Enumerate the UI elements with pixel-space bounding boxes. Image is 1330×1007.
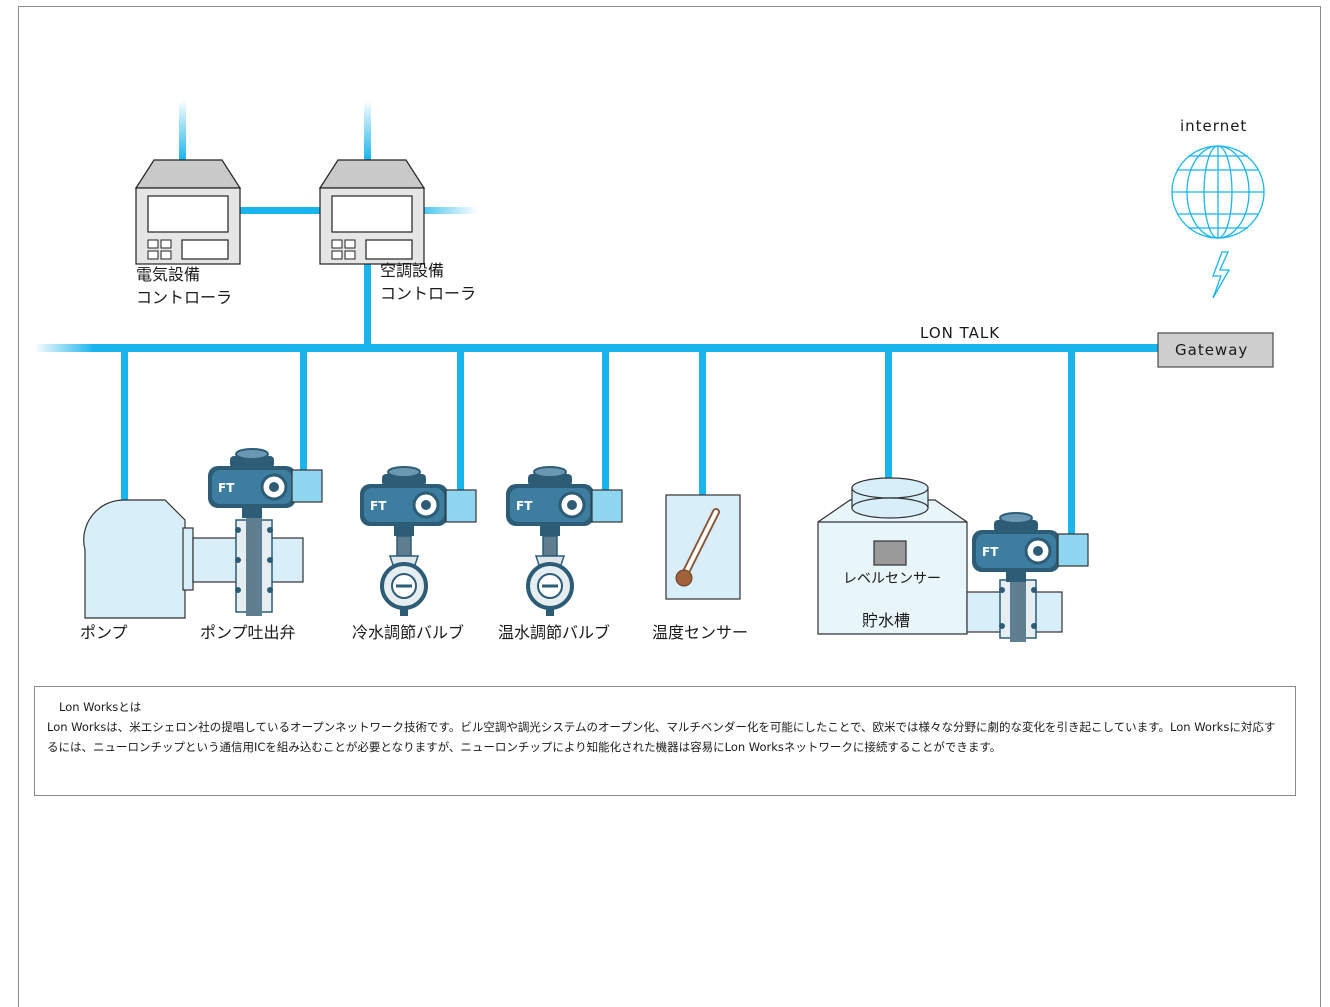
pump-valve-body-icon — [235, 516, 273, 616]
water-tank-icon — [817, 477, 968, 635]
drop-tank-valve — [1068, 350, 1075, 536]
pump-valve-module — [291, 469, 323, 503]
riser-hvac-bus — [364, 262, 371, 346]
hot-valve-actuator-icon — [504, 465, 596, 538]
hvac-controller-label-1: 空調設備 — [380, 261, 445, 280]
riser-upper-left — [179, 100, 186, 160]
electrical-controller-label-2: コントローラ — [136, 288, 233, 307]
drop-hot — [602, 350, 609, 494]
drop-pump-valve — [300, 350, 307, 476]
lon-bus — [92, 344, 1160, 352]
chilled-valve-module — [445, 489, 477, 523]
electrical-controller-label-1: 電気設備 — [136, 265, 201, 284]
lon-talk-label: LON TALK — [920, 324, 1001, 342]
diagram-frame — [18, 6, 1321, 1007]
note-body: Lon Worksは、米エシェロン社の提唱しているオープンネットワーク技術です。… — [47, 720, 1276, 754]
internet-globe-icon — [1171, 145, 1265, 239]
lonworks-description-box: Lon Worksとは Lon Worksは、米エシェロン社の提唱しているオープ… — [34, 686, 1296, 796]
hvac-controller-label-2: コントローラ — [380, 284, 477, 303]
hvac-controller-icon — [319, 159, 425, 265]
wireless-bolt-icon — [1212, 251, 1231, 299]
drop-pump — [121, 350, 128, 500]
tank-valve-module — [1057, 533, 1089, 567]
riser-upper-right — [364, 100, 371, 160]
hot-valve-module — [591, 489, 623, 523]
electrical-controller-icon — [135, 159, 241, 265]
note-title: Lon Worksとは — [59, 700, 142, 714]
hot-valve-label: 温水調節バルブ — [498, 623, 611, 642]
tank-valve-actuator-icon — [970, 511, 1062, 584]
drop-chilled — [457, 350, 464, 494]
gateway-box — [1157, 332, 1274, 368]
drop-level — [885, 350, 892, 542]
lon-bus-fade — [34, 344, 94, 352]
level-sensor-label: レベルセンサー — [843, 571, 941, 587]
chilled-valve-label: 冷水調節バルブ — [352, 623, 465, 642]
pump-label: ポンプ — [80, 623, 128, 642]
hot-valve-body-icon — [526, 534, 574, 618]
pump-valve-actuator-icon — [206, 447, 298, 520]
tank-valve-body-icon — [966, 576, 1063, 642]
chilled-valve-actuator-icon — [358, 465, 450, 538]
temperature-sensor-icon — [665, 494, 741, 600]
pump-valve-label: ポンプ吐出弁 — [200, 623, 296, 642]
water-tank-label: 貯水槽 — [862, 611, 911, 630]
lonworks-network-diagram: FT — [34, 100, 1274, 642]
chilled-valve-body-icon — [380, 534, 428, 618]
drop-temp — [699, 350, 706, 496]
temperature-sensor-label: 温度センサー — [652, 623, 749, 642]
gateway-label: Gateway — [1175, 341, 1249, 359]
internet-label: internet — [1180, 117, 1248, 135]
controller-link — [220, 207, 332, 214]
controller-link-fade — [408, 207, 478, 214]
